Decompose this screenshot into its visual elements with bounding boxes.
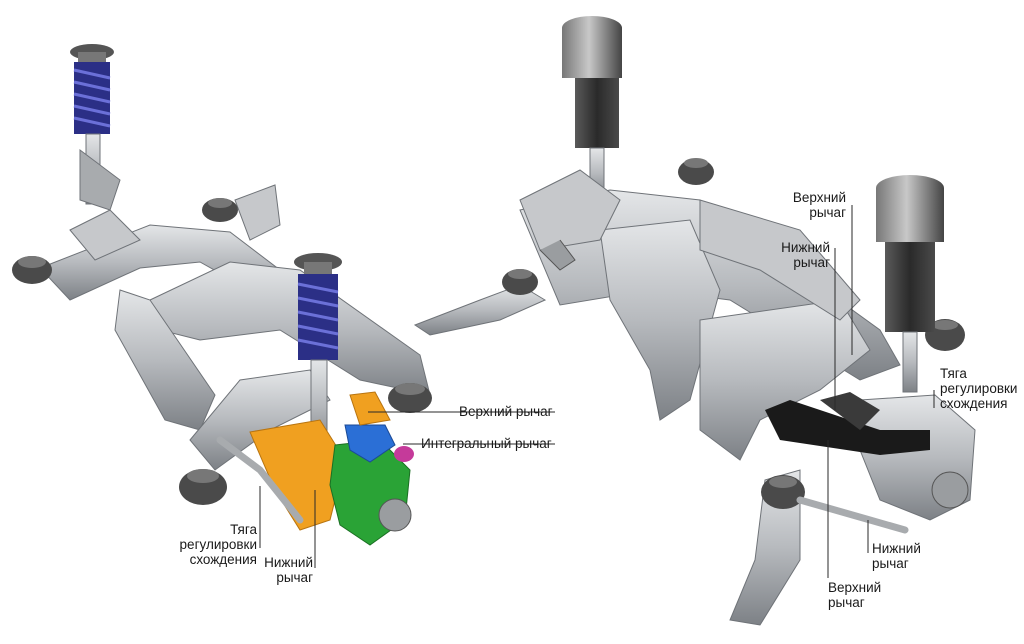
leader-lines <box>259 205 935 578</box>
label-left-lower-arm: Нижний рычаг <box>264 555 313 585</box>
left-knuckle <box>329 439 412 546</box>
label-right-lower-arm-top: Нижний рычаг <box>781 240 830 270</box>
label-right-toe-link: Тяга регулировки схождения <box>940 366 1018 411</box>
right-air-strut-front <box>876 175 944 393</box>
right-upper-arm <box>765 400 930 455</box>
left-strut-rear <box>70 44 121 211</box>
left-bushings <box>12 198 432 505</box>
label-right-upper-arm-top: Верхний рычаг <box>792 190 846 220</box>
label-left-integral-arm: Интегральный рычаг <box>421 436 552 451</box>
right-bushings <box>502 158 965 509</box>
label-right-upper-arm-bottom: Верхний рычаг <box>828 580 882 610</box>
label-left-upper-arm: Верхний рычаг <box>459 404 553 419</box>
left-upper-arm <box>349 391 391 426</box>
left-toe-link <box>216 436 304 524</box>
left-integral-arm <box>344 424 414 463</box>
right-air-strut-rear <box>519 16 622 271</box>
right-subframe <box>413 189 901 626</box>
left-subframe <box>39 184 431 471</box>
label-left-toe-link: Тяга регулировки схождения <box>179 522 257 567</box>
right-knuckle <box>859 394 976 521</box>
label-right-lower-arm-bottom: Нижний рычаг <box>872 541 921 571</box>
